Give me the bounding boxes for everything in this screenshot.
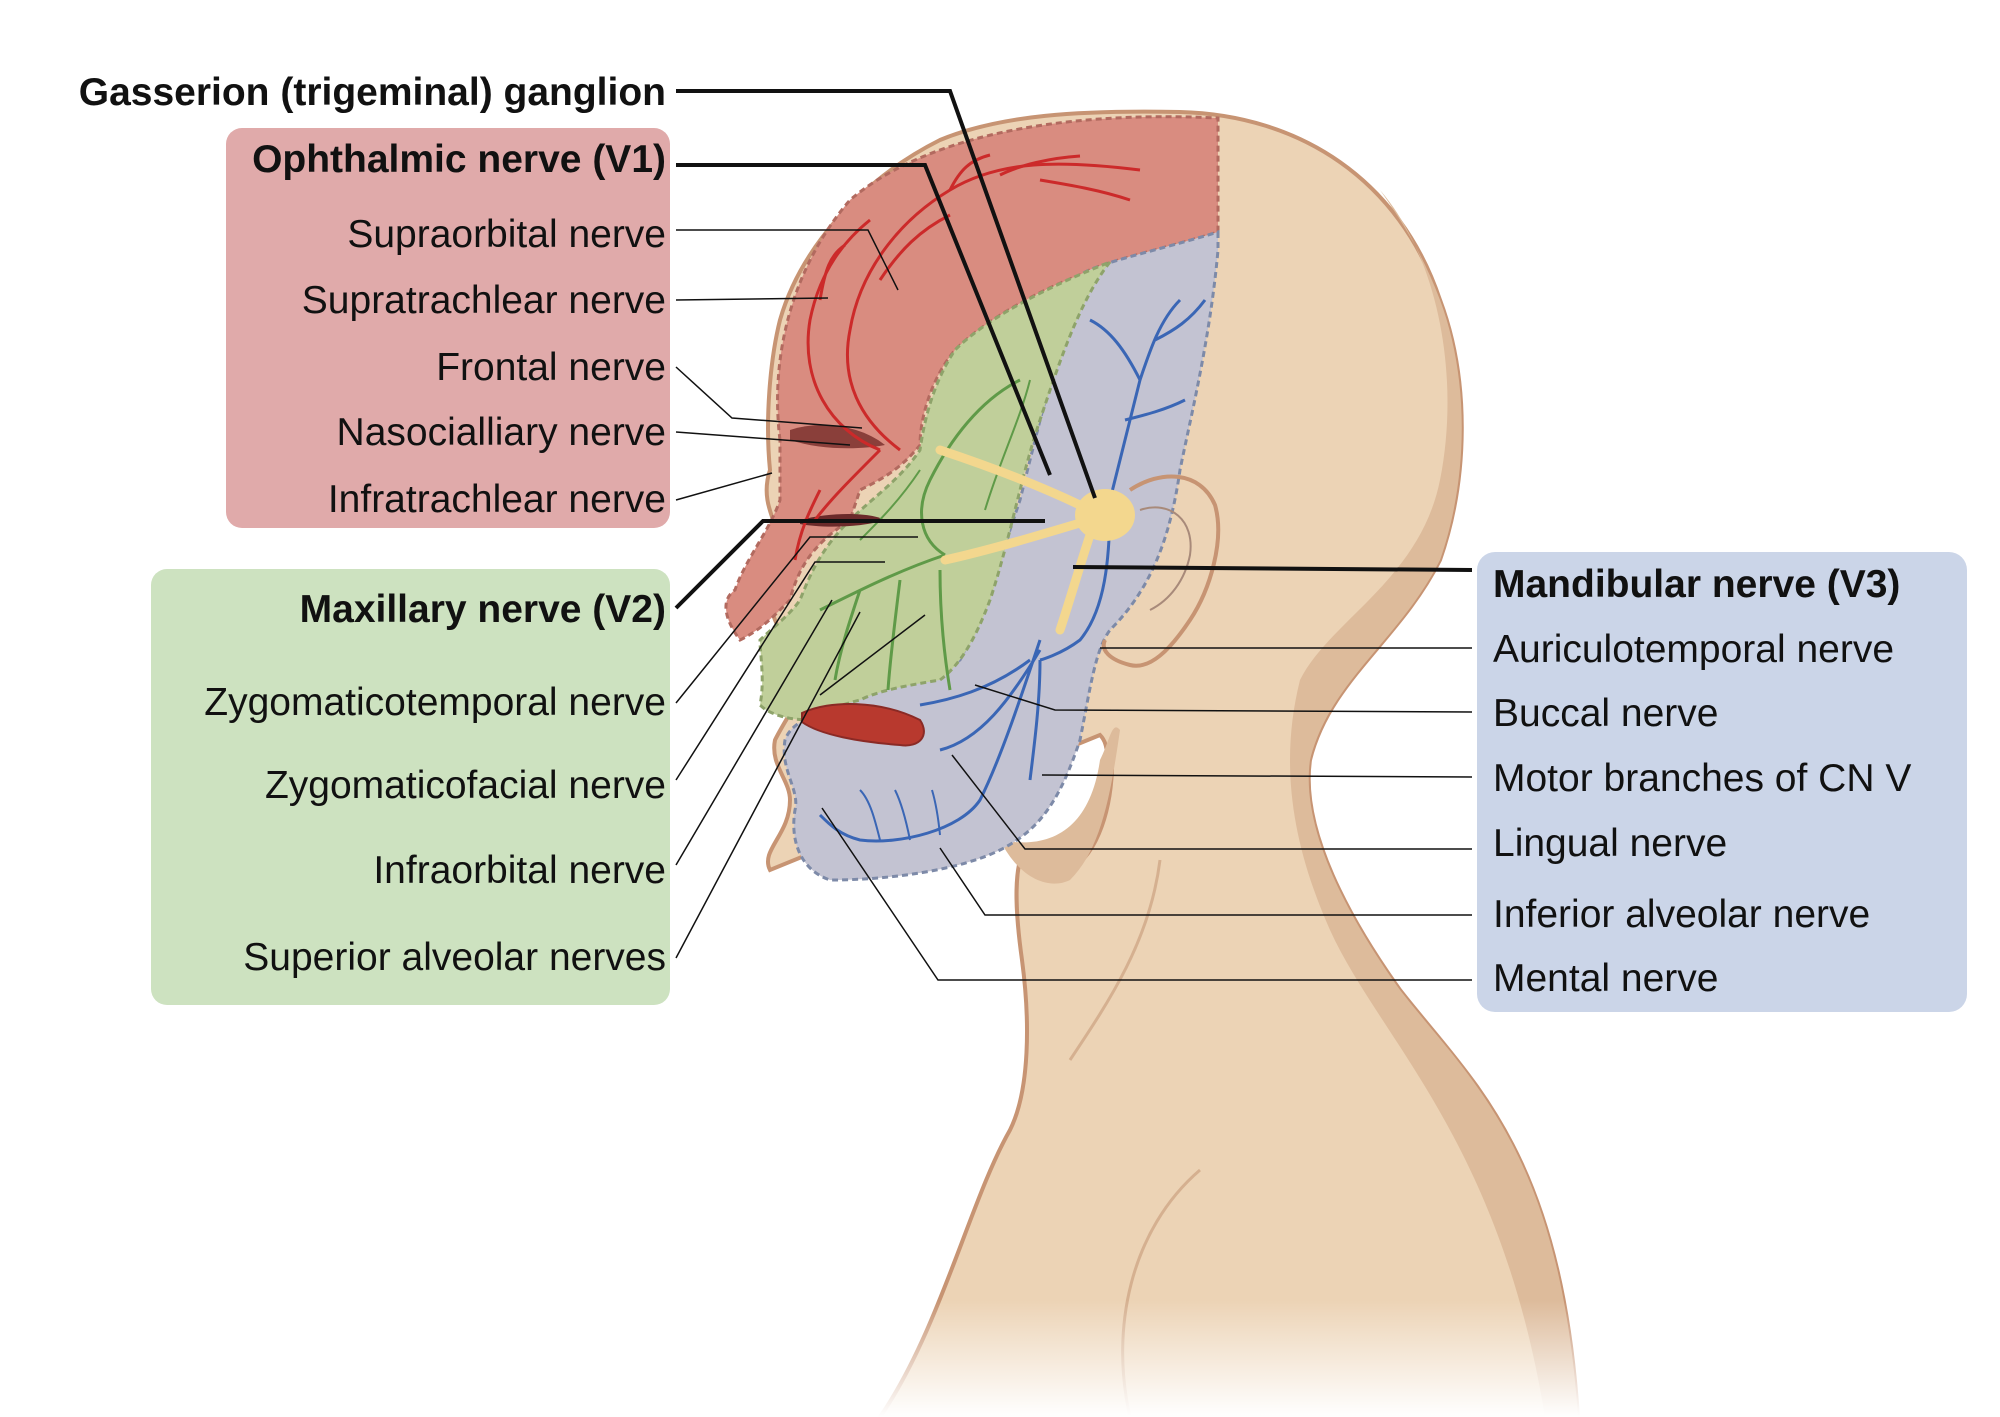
v2-title: Maxillary nerve (V2): [300, 588, 666, 631]
v3-nerve-auriculotemporal: [1108, 298, 1182, 501]
v1-nerve-main: [845, 162, 1141, 452]
bottom-fade: [700, 1300, 1600, 1417]
v3-branch-label: Buccal nerve: [1493, 692, 1718, 735]
leader-lines: [674, 89, 1473, 981]
v3-nerve-mental-b: [894, 789, 911, 841]
leader-ganglion: [676, 89, 1097, 499]
v2-branch-label: Zygomaticotemporal nerve: [204, 681, 666, 724]
v1-branch-label: Supratrachlear nerve: [302, 279, 666, 322]
v3-root: [1055, 530, 1095, 635]
v3-nerve-mental-a: [859, 789, 881, 841]
v3-nerve-branch-a: [1089, 318, 1142, 381]
v3-box: [1477, 552, 1967, 1012]
neck-line: [1068, 859, 1162, 1061]
v3-nerve-inferior: [818, 639, 1042, 843]
v3-nerve-buccal: [919, 658, 1031, 707]
head-shadow: [1290, 190, 1578, 1417]
v1-branch-label: Nasocialliary nerve: [337, 411, 666, 454]
v2-nerve-arc: [920, 378, 1021, 557]
head-illustration: [700, 109, 1600, 1417]
v1-branch-label: Infratrachlear nerve: [328, 478, 666, 521]
leader-mental: [821, 807, 1472, 981]
lips: [801, 703, 925, 747]
v3-nerve-lingual: [939, 649, 1042, 752]
v1-nerve-branch-a: [948, 153, 991, 191]
v1-box: [226, 128, 670, 528]
ganglion-label: Gasserion (trigeminal) ganglion: [79, 71, 666, 114]
v1-title: Ophthalmic nerve (V1): [252, 138, 666, 181]
v3-nerve-mental-c: [931, 789, 941, 836]
v1-nerve-branch-e: [818, 243, 846, 301]
trigeminal-ganglion: [1075, 489, 1135, 541]
v2-branch-label: Zygomaticofacial nerve: [265, 764, 666, 807]
leader-v3: [1072, 565, 1473, 572]
v2-nerve-branch-a: [833, 589, 862, 681]
v3-branch-label: Motor branches of CN V: [1493, 757, 1911, 800]
leader-inferior-alveolar: [939, 847, 1472, 916]
trigeminal-roots: [935, 445, 1095, 635]
v3-title: Mandibular nerve (V3): [1493, 563, 1900, 606]
v3-branch-label: Inferior alveolar nerve: [1493, 893, 1870, 936]
v2-nerve-branch-d: [984, 379, 1031, 511]
v1-nerve-nasal: [813, 448, 882, 521]
v3-branch-label: Auriculotemporal nerve: [1493, 628, 1894, 671]
v1-nerve-branch-d: [878, 213, 951, 281]
leader-zygomaticotemporal: [675, 536, 918, 704]
v2-nerve-lower: [819, 553, 946, 612]
v1-branch-label: Frontal nerve: [436, 346, 666, 389]
leader-infratrachlear: [675, 472, 773, 501]
v1-nerve-branch-b: [999, 154, 1081, 177]
v2-box: [151, 569, 670, 1005]
labels: Gasserion (trigeminal) ganglion Ophthalm…: [79, 71, 1912, 1000]
leader-v1: [676, 163, 1052, 476]
v1-nerve-branch-c: [1039, 178, 1131, 202]
leader-frontal: [675, 366, 863, 429]
v2-root: [940, 515, 1095, 565]
ear-inner: [1139, 506, 1192, 611]
v1-branch-label: Supraorbital nerve: [347, 213, 666, 256]
leader-lingual: [951, 754, 1472, 850]
ear: [1101, 474, 1221, 668]
v2-branch-label: Superior alveolar nerves: [243, 936, 666, 979]
v3-branch-label: Mental nerve: [1493, 957, 1718, 1000]
leader-nasocialliary: [675, 431, 851, 446]
v2-branch-label: Infraorbital nerve: [373, 849, 666, 892]
v2-nerve-branch-c: [938, 569, 952, 691]
v2-zone: [758, 258, 1115, 722]
v2-nerve-branch-e: [859, 469, 921, 541]
leader-superior-alveolar-b: [819, 614, 926, 696]
v3-nerve-trunk: [1039, 499, 1112, 662]
v3-branch-label: Lingual nerve: [1493, 822, 1727, 865]
v2-nerves: [819, 378, 1031, 691]
v3-nerve-branch-b: [1154, 299, 1207, 342]
leader-motor: [1041, 774, 1473, 778]
leader-buccal: [974, 684, 1473, 713]
jaw-shadow: [1000, 727, 1120, 884]
leader-supraorbital: [676, 229, 899, 291]
v1-zone: [724, 115, 1220, 642]
leader-zygomaticofacial: [675, 561, 885, 781]
leader-infraorbital: [675, 599, 833, 866]
v3-nerves: [818, 298, 1207, 843]
v3-nerve-motor: [1028, 659, 1042, 781]
leader-superior-alveolar: [675, 611, 861, 959]
v1-root: [935, 445, 1095, 515]
leader-v2: [674, 519, 1045, 610]
v3-nerve-branch-c: [1124, 398, 1186, 422]
leader-supratrachlear: [675, 297, 829, 301]
